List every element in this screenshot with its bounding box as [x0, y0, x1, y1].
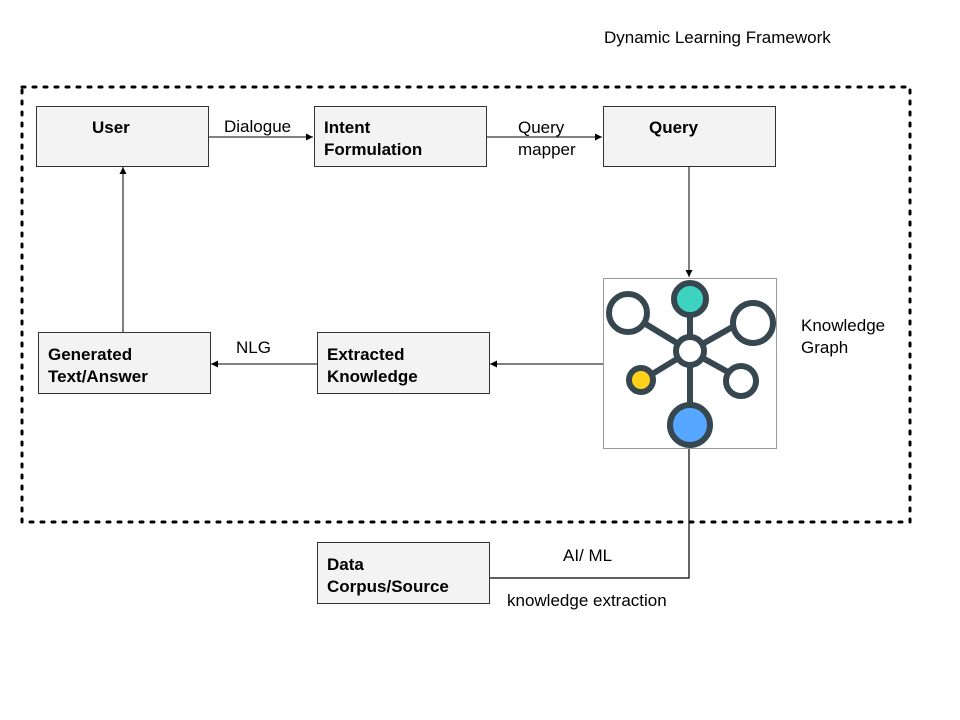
- generated-label-line1: Generated: [48, 345, 133, 364]
- extracted-label-line1: Extracted: [327, 345, 405, 364]
- knowledge-extraction-label: knowledge extraction: [507, 591, 667, 610]
- knowledge-graph-icon: [606, 280, 776, 448]
- ai-ml-label: AI/ ML: [563, 546, 613, 565]
- white-node-icon: [730, 300, 776, 346]
- nlg-label: NLG: [236, 338, 271, 357]
- user-box[interactable]: User: [36, 106, 209, 167]
- knowledge-graph-node[interactable]: [603, 278, 777, 449]
- knowledge-graph-label-line1: Knowledge: [801, 316, 886, 335]
- query-label: Query: [649, 118, 699, 137]
- corpus-label-line1: Data: [327, 555, 364, 574]
- user-label: User: [92, 118, 130, 137]
- generated-label-line2: Text/Answer: [48, 367, 148, 386]
- query-mapper-label-line1: Query: [518, 118, 565, 137]
- data-corpus-box[interactable]: Data Corpus/Source: [317, 542, 490, 604]
- intent-label-line2: Formulation: [324, 140, 423, 159]
- query-box[interactable]: Query: [603, 106, 776, 167]
- knowledge-graph-label-line2: Graph: [801, 338, 849, 357]
- extracted-label-line2: Knowledge: [327, 367, 418, 386]
- query-mapper-label: Query mapper: [518, 117, 576, 161]
- white-node-icon: [723, 363, 759, 399]
- knowledge-graph-label: Knowledge Graph: [801, 315, 885, 359]
- edge-corpus-to-graph: [490, 449, 690, 579]
- blue-node-icon: [667, 402, 713, 448]
- intent-label-line1: Intent: [324, 118, 371, 137]
- dialogue-label: Dialogue: [224, 117, 292, 136]
- framework-title: Dynamic Learning Framework: [604, 28, 831, 47]
- generated-answer-box[interactable]: Generated Text/Answer: [38, 332, 211, 394]
- framework-boundary: [20, 85, 912, 524]
- teal-node-icon: [671, 280, 709, 318]
- query-mapper-label-line2: mapper: [518, 140, 576, 159]
- white-node-icon: [606, 291, 650, 335]
- center-node-icon: [673, 334, 707, 368]
- extracted-knowledge-box[interactable]: Extracted Knowledge: [317, 332, 490, 394]
- yellow-node-icon: [626, 365, 656, 395]
- intent-formulation-box[interactable]: Intent Formulation: [314, 106, 487, 167]
- corpus-label-line2: Corpus/Source: [327, 577, 449, 596]
